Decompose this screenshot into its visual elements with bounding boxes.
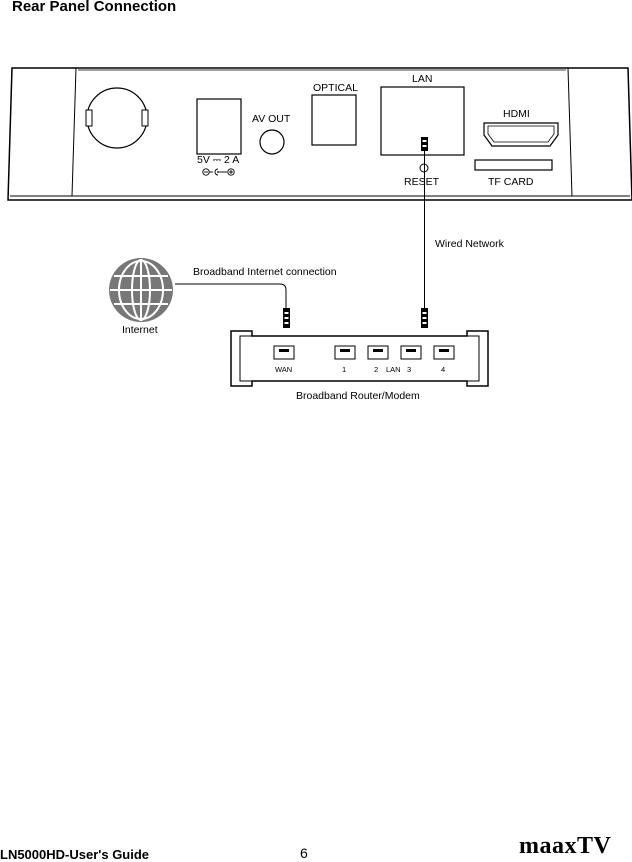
lan-port-4 <box>433 345 455 360</box>
round-port-icon <box>85 87 149 149</box>
power-port: 5V ⎓ 2 A <box>196 98 242 176</box>
wired-network-label: Wired Network <box>435 238 505 250</box>
page-number: 6 <box>300 845 308 861</box>
port-2-label: 2 <box>374 365 378 374</box>
router: WAN 1 2 LAN 3 4 <box>230 330 489 387</box>
port-1-label: 1 <box>342 365 346 374</box>
router-label: Broadband Router/Modem <box>296 390 420 402</box>
wan-label: WAN <box>275 365 292 374</box>
wan-port <box>273 345 295 360</box>
lan-cable <box>421 137 428 328</box>
av-out-label: AV OUT <box>252 113 291 125</box>
hdmi-label: HDMI <box>503 108 530 120</box>
brand-logo: maaxTV <box>519 833 612 859</box>
internet-globe-icon <box>109 258 173 322</box>
router-lan-label: LAN <box>386 365 401 374</box>
polarity-icon <box>202 168 235 176</box>
av-out-port: AV OUT <box>252 113 291 155</box>
lan-port-1 <box>334 345 356 360</box>
port-3-label: 3 <box>407 365 411 374</box>
port-4-label: 4 <box>441 365 445 374</box>
internet-cable <box>175 283 290 328</box>
broadband-connection-label: Broadband Internet connection <box>193 266 337 278</box>
reset-label: RESET <box>404 176 440 188</box>
hdmi-port: HDMI <box>483 108 559 147</box>
tf-card-slot: TF CARD <box>474 159 553 188</box>
optical-label: OPTICAL <box>313 82 358 94</box>
lan-port-3 <box>400 345 422 360</box>
internet-label: Internet <box>122 324 158 336</box>
page-title: Rear Panel Connection <box>12 0 177 15</box>
lan-label: LAN <box>412 73 432 85</box>
power-label: 5V ⎓ 2 A <box>197 154 239 166</box>
lan-port-2 <box>367 345 389 360</box>
guide-title: LN5000HD-User's Guide <box>0 847 150 862</box>
tf-card-label: TF CARD <box>488 176 534 188</box>
optical-port: OPTICAL <box>311 82 358 146</box>
